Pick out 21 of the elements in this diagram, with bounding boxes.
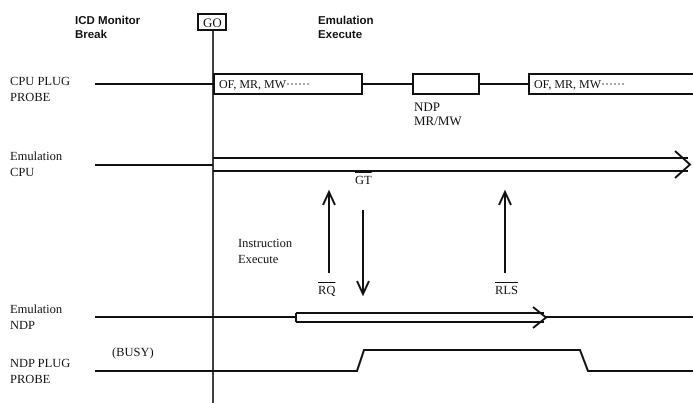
timing-label: (BUSY) — [112, 345, 155, 361]
timing-label: ICD Monitor Break — [75, 14, 142, 43]
node-label: OF, MR, MW······ — [219, 78, 310, 90]
box-caption: NDP MR/MW — [414, 100, 463, 129]
node-label: OF, MR, MW······ — [534, 78, 626, 90]
timing-label: Emulation Execute — [318, 14, 375, 43]
signal-line — [480, 83, 528, 85]
timing-label: NDP PLUG PROBE — [10, 356, 72, 388]
signal-name: RQ — [318, 283, 336, 299]
node-label: GO — [203, 16, 222, 28]
timing-label: Emulation CPU — [10, 149, 64, 180]
signal-name: RLS — [495, 283, 519, 299]
timing-label: Emulation NDP — [10, 302, 64, 334]
timing-label: Instruction Execute — [238, 236, 294, 268]
bus-cycle-box — [528, 73, 693, 95]
command-box — [197, 13, 227, 31]
signal-line — [363, 83, 412, 85]
bus-cycle-box — [412, 73, 480, 95]
signal-name: GT — [355, 173, 373, 189]
timing-label: CPU PLUG PROBE — [10, 74, 72, 106]
bus-cycle-box — [213, 73, 363, 95]
